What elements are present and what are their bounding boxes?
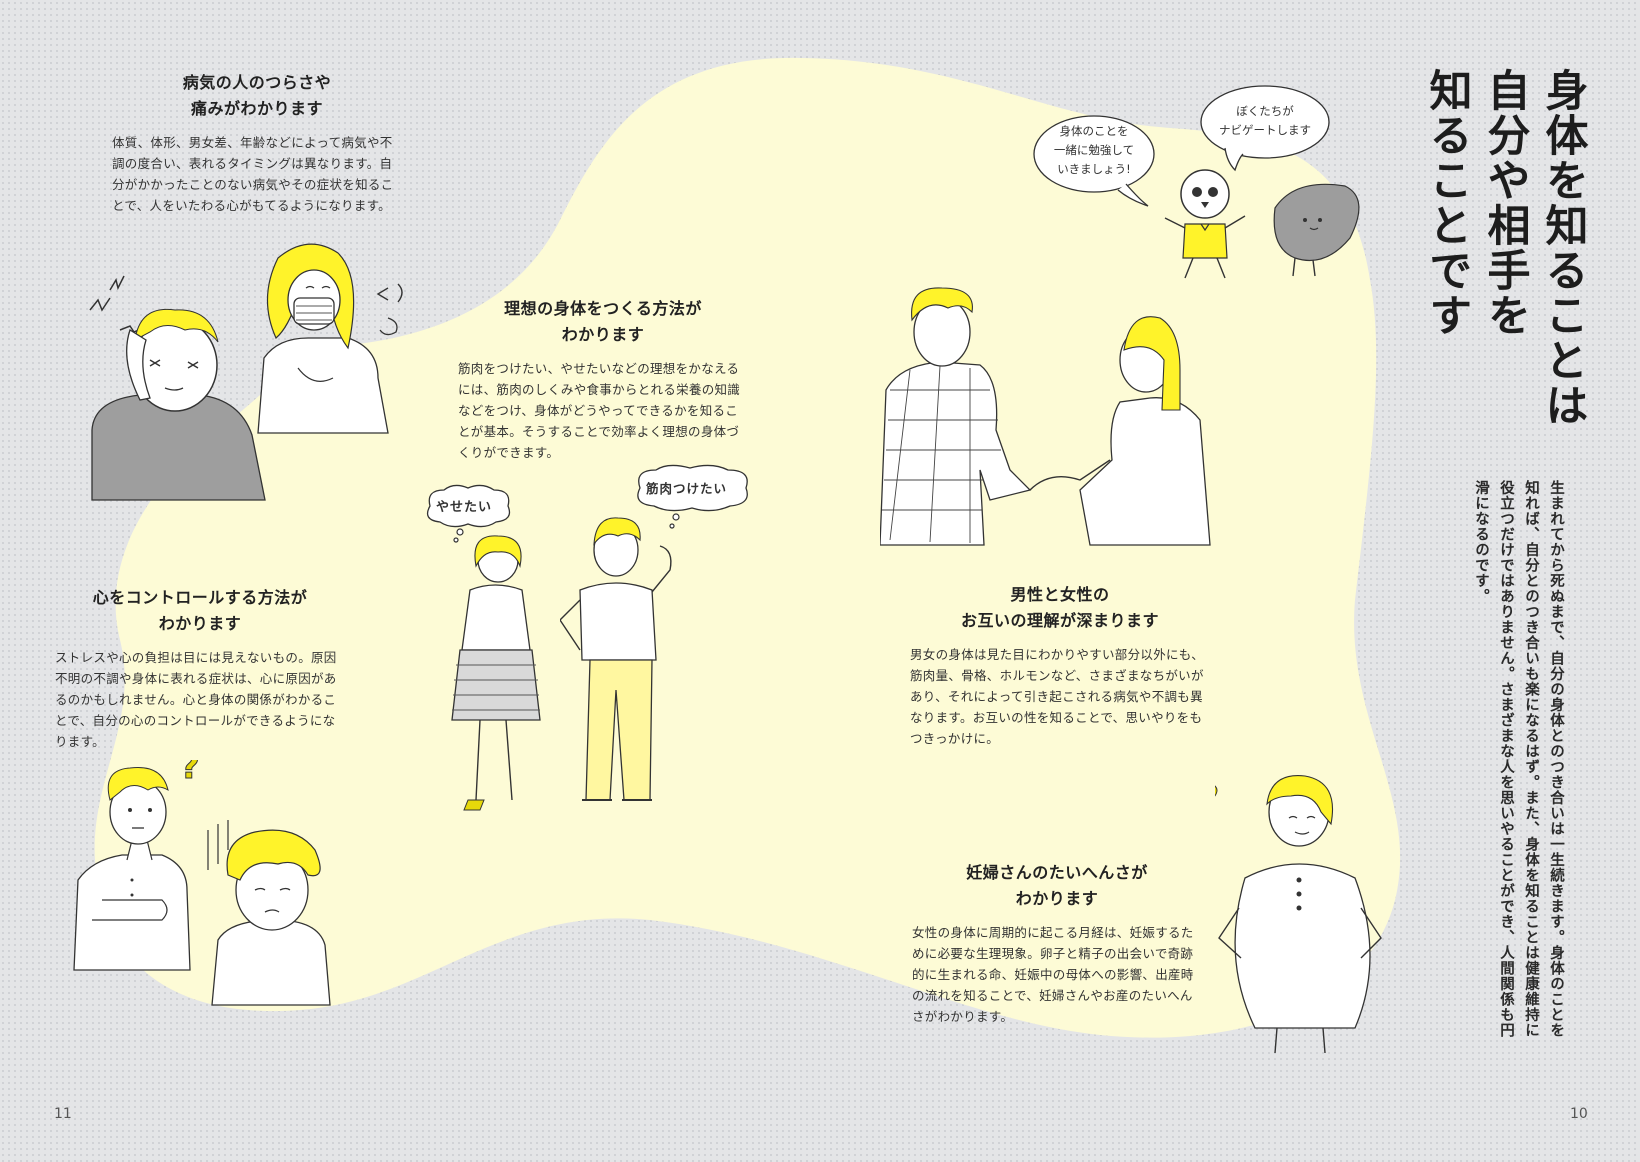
section-gender-title-line: 男性と女性の bbox=[1010, 585, 1110, 604]
headline-line: 知ることです bbox=[1422, 68, 1472, 338]
section-pregnancy-title-line: わかります bbox=[1015, 889, 1099, 908]
speech-bubble-shape bbox=[1033, 115, 1155, 207]
speech-left-line: 一緒に勉強して bbox=[1053, 143, 1135, 157]
man-kinniku-illustration bbox=[560, 517, 672, 801]
section-ideal-body: 理想の身体をつくる方法が わかります 筋肉をつけたい、やせたいなどの理想をかなえ… bbox=[458, 296, 748, 463]
speech-bubble-shape bbox=[1200, 85, 1330, 172]
section-illness-title-line: 痛みがわかります bbox=[190, 99, 323, 118]
headache-man-illustration bbox=[89, 275, 266, 501]
navigator-characters-illustration bbox=[1164, 169, 1360, 279]
section-mind-title-line: 心をコントロールする方法が bbox=[92, 588, 308, 607]
section-mind-title: 心をコントロールする方法が わかります bbox=[55, 585, 345, 637]
masked-woman-illustration bbox=[257, 243, 403, 434]
lead-text: 生まれてから死ぬまで、自分の身体とのつき合いは一生続きます。身体のことを知れば、… bbox=[1473, 480, 1564, 1038]
section-ideal-title-line: 理想の身体をつくる方法が bbox=[504, 299, 702, 318]
thought-bubble-kinniku: 筋肉つけたい bbox=[628, 462, 758, 532]
page-number-left: 11 bbox=[54, 1106, 72, 1122]
section-illness-title-line: 病気の人のつらさや bbox=[182, 73, 332, 92]
svg-text:?: ? bbox=[180, 760, 200, 787]
speech-bubble-left: 身体のことを 一緒に勉強して いきましょう! bbox=[1030, 112, 1162, 212]
speech-left-line: いきましょう! bbox=[1057, 162, 1131, 176]
section-illness-body: 体質、体形、男女差、年齢などによって病気や不調の度合い、表れるタイミングは異なり… bbox=[112, 135, 394, 213]
headline: 身体を知ることは 自分や相手を 知ることです bbox=[1418, 68, 1592, 468]
speech-left-line: 身体のことを bbox=[1059, 124, 1129, 138]
section-mind-title-line: わかります bbox=[158, 614, 242, 633]
section-ideal-body-text: 筋肉をつけたい、やせたいなどの理想をかなえるには、筋肉のしくみや食事からとれる栄… bbox=[458, 361, 741, 460]
speech-right-line: ナビゲートします bbox=[1219, 123, 1311, 137]
headline-line: 身体を知ることは bbox=[1538, 68, 1588, 428]
section-ideal-title: 理想の身体をつくる方法が わかります bbox=[458, 296, 748, 348]
thought-yasetai-text: やせたい bbox=[436, 500, 493, 515]
speech-bubble-right: ぼくたちが ナビゲートします bbox=[1195, 82, 1335, 174]
handshake-couple-illustration bbox=[880, 287, 1211, 546]
section-pregnancy-body: 女性の身体に周期的に起こる月経は、妊娠するために必要な生理現象。卵子と精子の出会… bbox=[912, 925, 1194, 1024]
section-pregnancy-title: 妊婦さんのたいへんさが わかります bbox=[912, 860, 1202, 912]
section-gender-title-line: お互いの理解が深まります bbox=[960, 611, 1159, 630]
section-gender-title: 男性と女性の お互いの理解が深まります bbox=[910, 582, 1210, 634]
section-gender-body: 男女の身体は見た目にわかりやすい部分以外にも、筋肉量、骨格、ホルモンなど、さまざ… bbox=[910, 647, 1205, 746]
section-illness-title: 病気の人のつらさや 痛みがわかります bbox=[112, 70, 402, 122]
pregnant-woman-illustration bbox=[1215, 775, 1382, 1054]
speech-right-line: ぼくたちが bbox=[1236, 104, 1294, 118]
section-pregnancy-title-line: 妊婦さんのたいへんさが bbox=[966, 863, 1148, 882]
woman-yasetai-illustration bbox=[451, 535, 541, 811]
thought-kinniku-text: 筋肉つけたい bbox=[646, 481, 728, 496]
section-illness: 病気の人のつらさや 痛みがわかります 体質、体形、男女差、年齢などによって病気や… bbox=[112, 70, 402, 216]
headline-line: 自分や相手を bbox=[1480, 68, 1530, 338]
worried-person-illustration bbox=[207, 820, 331, 1006]
section-ideal-title-line: わかります bbox=[561, 325, 645, 344]
section-mind-body: ストレスや心の負担は目には見えないもの。原因不明の不調や身体に表れる症状は、心に… bbox=[55, 650, 337, 749]
thought-bubble-shape bbox=[426, 484, 511, 543]
section-pregnancy: 妊婦さんのたいへんさが わかります 女性の身体に周期的に起こる月経は、妊娠するた… bbox=[912, 860, 1202, 1027]
thought-bubble-shape bbox=[637, 464, 748, 529]
section-gender: 男性と女性の お互いの理解が深まります 男女の身体は見た目にわかりやすい部分以外… bbox=[910, 582, 1210, 749]
page-number-right: 10 bbox=[1570, 1106, 1588, 1122]
section-mind: 心をコントロールする方法が わかります ストレスや心の負担は目には見えないもの。… bbox=[55, 585, 345, 752]
thinking-man-illustration: ? bbox=[73, 760, 200, 971]
thought-bubble-yasetai: やせたい bbox=[418, 482, 518, 544]
